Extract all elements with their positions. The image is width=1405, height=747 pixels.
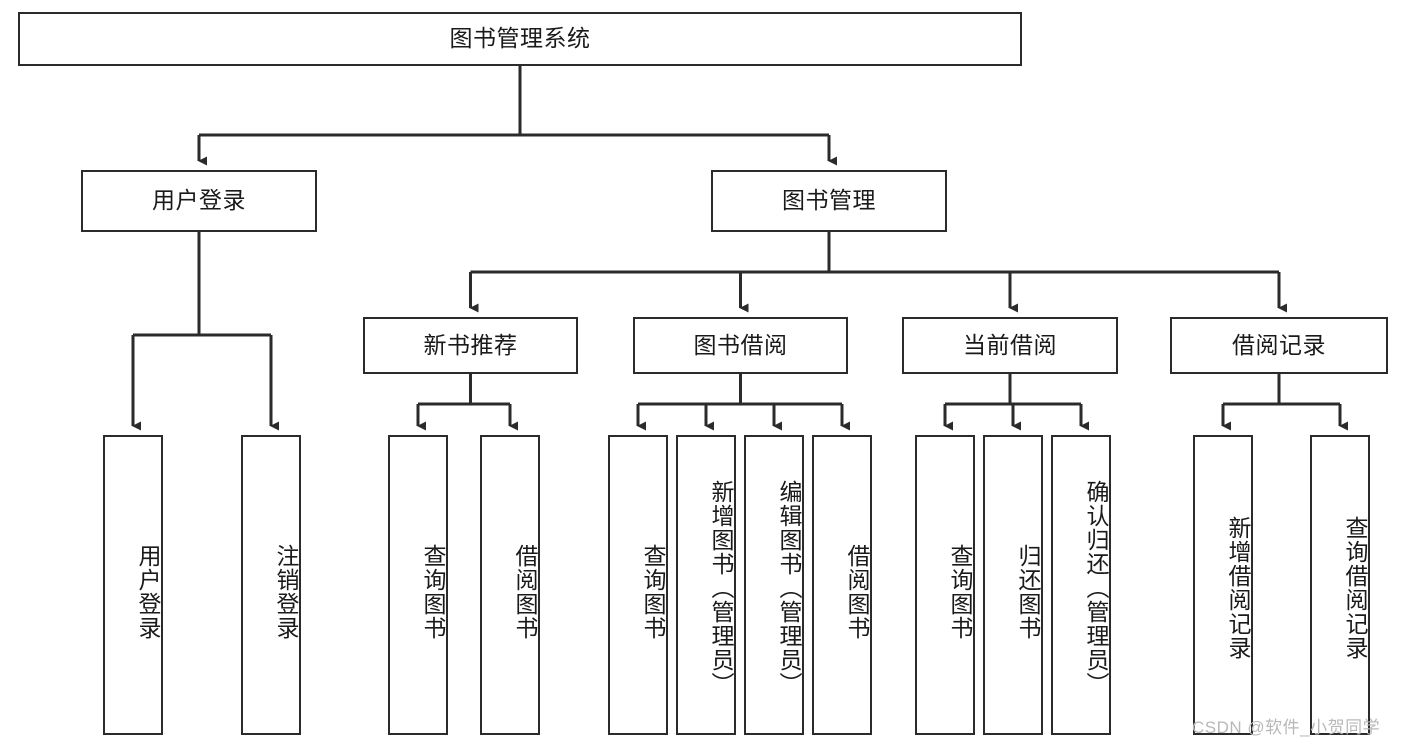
node-label: 图书管理 bbox=[782, 187, 876, 214]
node-label: 查询图书 bbox=[420, 544, 446, 640]
node-label: 新书推荐 bbox=[423, 331, 518, 358]
node-label: 图书管理系统 bbox=[449, 25, 591, 52]
node-new-book-rec: 新书推荐 bbox=[363, 317, 578, 374]
node-leaf-query-book-3: 查询图书 bbox=[915, 435, 975, 735]
node-leaf-edit-book: 编辑图书（管理员） bbox=[744, 435, 804, 735]
node-label: 新增图书（管理员） bbox=[708, 480, 734, 696]
node-leaf-query-record: 查询借阅记录 bbox=[1310, 435, 1370, 735]
node-label: 图书借阅 bbox=[693, 331, 788, 358]
node-leaf-add-book: 新增图书（管理员） bbox=[676, 435, 736, 735]
node-label: 新增借阅记录 bbox=[1225, 516, 1251, 660]
node-label: 查询图书 bbox=[947, 544, 973, 640]
node-leaf-query-book-1: 查询图书 bbox=[388, 435, 448, 735]
node-label: 借阅图书 bbox=[844, 544, 870, 640]
node-book-manage: 图书管理 bbox=[711, 170, 947, 232]
node-label: 查询图书 bbox=[640, 544, 666, 640]
node-label: 编辑图书（管理员） bbox=[776, 480, 802, 696]
node-current-borrow: 当前借阅 bbox=[902, 317, 1118, 374]
node-leaf-borrow-book-2: 借阅图书 bbox=[812, 435, 872, 735]
node-leaf-borrow-book-1: 借阅图书 bbox=[480, 435, 540, 735]
node-borrow-record: 借阅记录 bbox=[1170, 317, 1388, 374]
node-book-borrow: 图书借阅 bbox=[633, 317, 848, 374]
node-label: 用户登录 bbox=[152, 187, 246, 214]
node-label: 用户登录 bbox=[135, 544, 161, 640]
node-label: 归还图书 bbox=[1015, 544, 1041, 640]
node-leaf-user-login: 用户登录 bbox=[103, 435, 163, 735]
node-leaf-return-book: 归还图书 bbox=[983, 435, 1043, 735]
csdn-watermark: CSDN @软件_小贺同学 bbox=[1192, 718, 1381, 737]
node-label: 借阅记录 bbox=[1232, 331, 1326, 358]
node-label: 注销登录 bbox=[273, 544, 299, 640]
node-leaf-user-logout: 注销登录 bbox=[241, 435, 301, 735]
node-leaf-query-book-2: 查询图书 bbox=[608, 435, 668, 735]
node-label: 借阅图书 bbox=[512, 544, 538, 640]
node-root: 图书管理系统 bbox=[18, 12, 1022, 66]
node-label: 当前借阅 bbox=[963, 331, 1057, 358]
node-leaf-add-record: 新增借阅记录 bbox=[1193, 435, 1253, 735]
node-label: 查询借阅记录 bbox=[1342, 516, 1368, 660]
node-user-login: 用户登录 bbox=[81, 170, 317, 232]
node-leaf-confirm-return: 确认归还（管理员） bbox=[1051, 435, 1111, 735]
node-label: 确认归还（管理员） bbox=[1083, 480, 1109, 696]
